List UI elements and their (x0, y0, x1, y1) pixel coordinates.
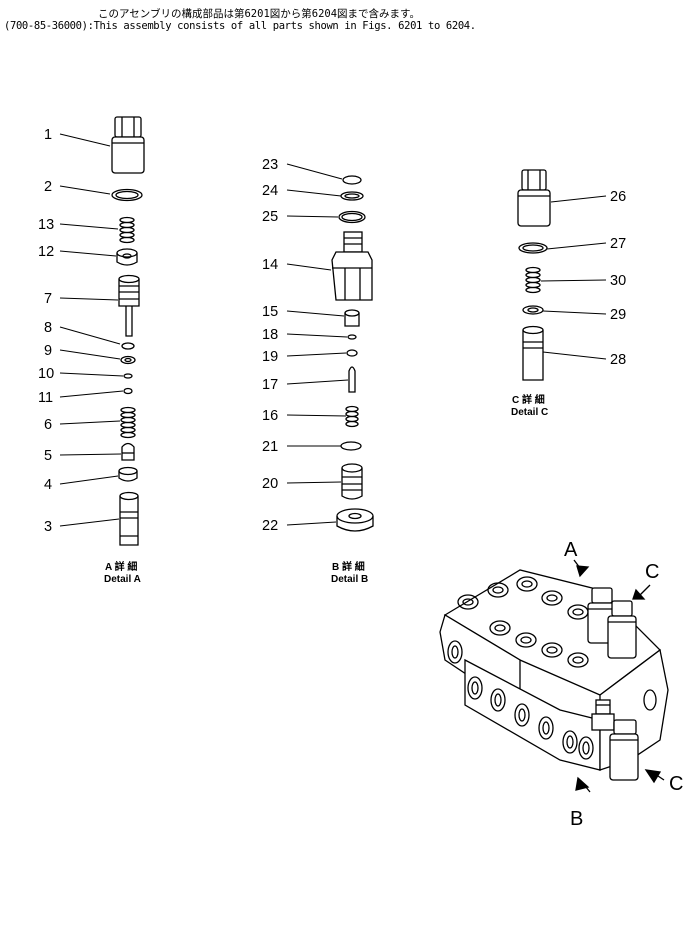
part-spring-a13 (119, 216, 135, 244)
part-sleeve-c28 (522, 325, 544, 381)
header-english: (700-85-36000):This assembly consists of… (4, 20, 476, 32)
part-ring-b23 (342, 175, 362, 185)
part-oring-c27 (518, 242, 548, 254)
part-oring-a2 (111, 188, 143, 202)
callout-c-29: 29 (610, 307, 626, 323)
callout-b-21: 21 (262, 439, 278, 455)
callout-c-28: 28 (610, 352, 626, 368)
caption-detail-c: C 詳 細 Detail C (511, 393, 548, 418)
callout-b-17: 17 (262, 377, 278, 393)
svg-text:C 詳 細: C 詳 細 (512, 393, 545, 406)
svg-text:Detail C: Detail C (511, 407, 548, 418)
part-plug-b15 (344, 309, 360, 327)
callout-a-13: 13 (38, 217, 54, 233)
part-ring-b18 (347, 334, 357, 340)
caption-detail-b: B 詳 細 Detail B (331, 560, 368, 585)
callout-b-20: 20 (262, 476, 278, 492)
part-ring-a11 (123, 387, 133, 395)
part-screw-b20 (341, 463, 363, 500)
callout-b-24: 24 (262, 183, 278, 199)
part-spring-a6 (120, 406, 136, 439)
part-seat-a4 (118, 466, 138, 482)
part-oring-b25 (338, 210, 366, 224)
callout-a-8: 8 (44, 320, 52, 336)
detail-b-parts (331, 175, 374, 532)
callout-b-22: 22 (262, 518, 278, 534)
callout-a-3: 3 (44, 519, 52, 535)
part-seat-c29 (522, 305, 544, 315)
caption-detail-a: A 詳 細 Detail A (104, 560, 141, 585)
header-japanese: このアセンブリの構成部品は第6201図から第6204図まで含みます。 (98, 8, 420, 20)
callout-a-12: 12 (38, 244, 54, 260)
part-sleeve-a3 (119, 491, 139, 546)
part-nut-b22 (336, 508, 374, 532)
svg-text:A 詳 細: A 詳 細 (105, 560, 137, 573)
callout-a-9: 9 (44, 343, 52, 359)
part-spring-c30 (525, 266, 541, 294)
callout-a-4: 4 (44, 477, 52, 493)
callouts-detail-a: 1 2 13 12 7 8 9 10 11 6 5 4 3 (38, 127, 54, 535)
callout-b-18: 18 (262, 327, 278, 343)
part-cap-a (111, 116, 145, 174)
callout-b-19: 19 (262, 349, 278, 365)
callout-b-15: 15 (262, 304, 278, 320)
svg-text:B 詳 細: B 詳 細 (332, 560, 365, 573)
part-cap-c26 (517, 169, 551, 227)
callout-b-25: 25 (262, 209, 278, 225)
part-ring-b24 (340, 191, 364, 201)
callout-c-26: 26 (610, 189, 626, 205)
callout-a-11: 11 (38, 390, 53, 406)
part-ring-a10 (123, 373, 133, 379)
part-ring-b19 (346, 349, 358, 357)
assembly-letter-c-bottom: C (669, 773, 683, 795)
part-ring-a8 (121, 342, 135, 350)
svg-text:Detail A: Detail A (104, 574, 141, 585)
part-ring-b21 (340, 441, 362, 451)
callouts-detail-b: 23 24 25 14 15 18 19 17 16 21 20 22 (262, 157, 278, 534)
part-ring-a9 (120, 355, 136, 365)
leader-lines (59, 133, 607, 527)
part-body-b14 (331, 231, 373, 301)
callout-a-5: 5 (44, 448, 52, 464)
callout-b-14: 14 (262, 257, 278, 273)
part-pin-b17 (348, 366, 356, 393)
callout-a-7: 7 (44, 291, 52, 307)
callout-a-2: 2 (44, 179, 52, 195)
assembly-letter-c-top: C (645, 561, 659, 583)
part-spool-a7 (118, 274, 140, 337)
callout-b-16: 16 (262, 408, 278, 424)
detail-c-parts (517, 169, 551, 381)
callout-a-6: 6 (44, 417, 52, 433)
callout-a-1: 1 (44, 127, 52, 143)
part-spring-b16 (345, 405, 359, 428)
detail-a-parts (111, 116, 145, 546)
callout-b-23: 23 (262, 157, 278, 173)
callout-c-27: 27 (610, 236, 626, 252)
svg-text:Detail B: Detail B (331, 574, 368, 585)
part-nut-a12 (116, 248, 138, 266)
assembly-letter-b: B (570, 808, 583, 830)
arrow-icon (573, 559, 665, 793)
part-poppet-a5 (121, 442, 135, 461)
valve-assembly (439, 569, 669, 781)
callouts-detail-c: 26 27 30 29 28 (610, 189, 626, 368)
assembly-letter-a: A (564, 539, 578, 561)
callout-a-10: 10 (38, 366, 54, 382)
callout-c-30: 30 (610, 273, 626, 289)
